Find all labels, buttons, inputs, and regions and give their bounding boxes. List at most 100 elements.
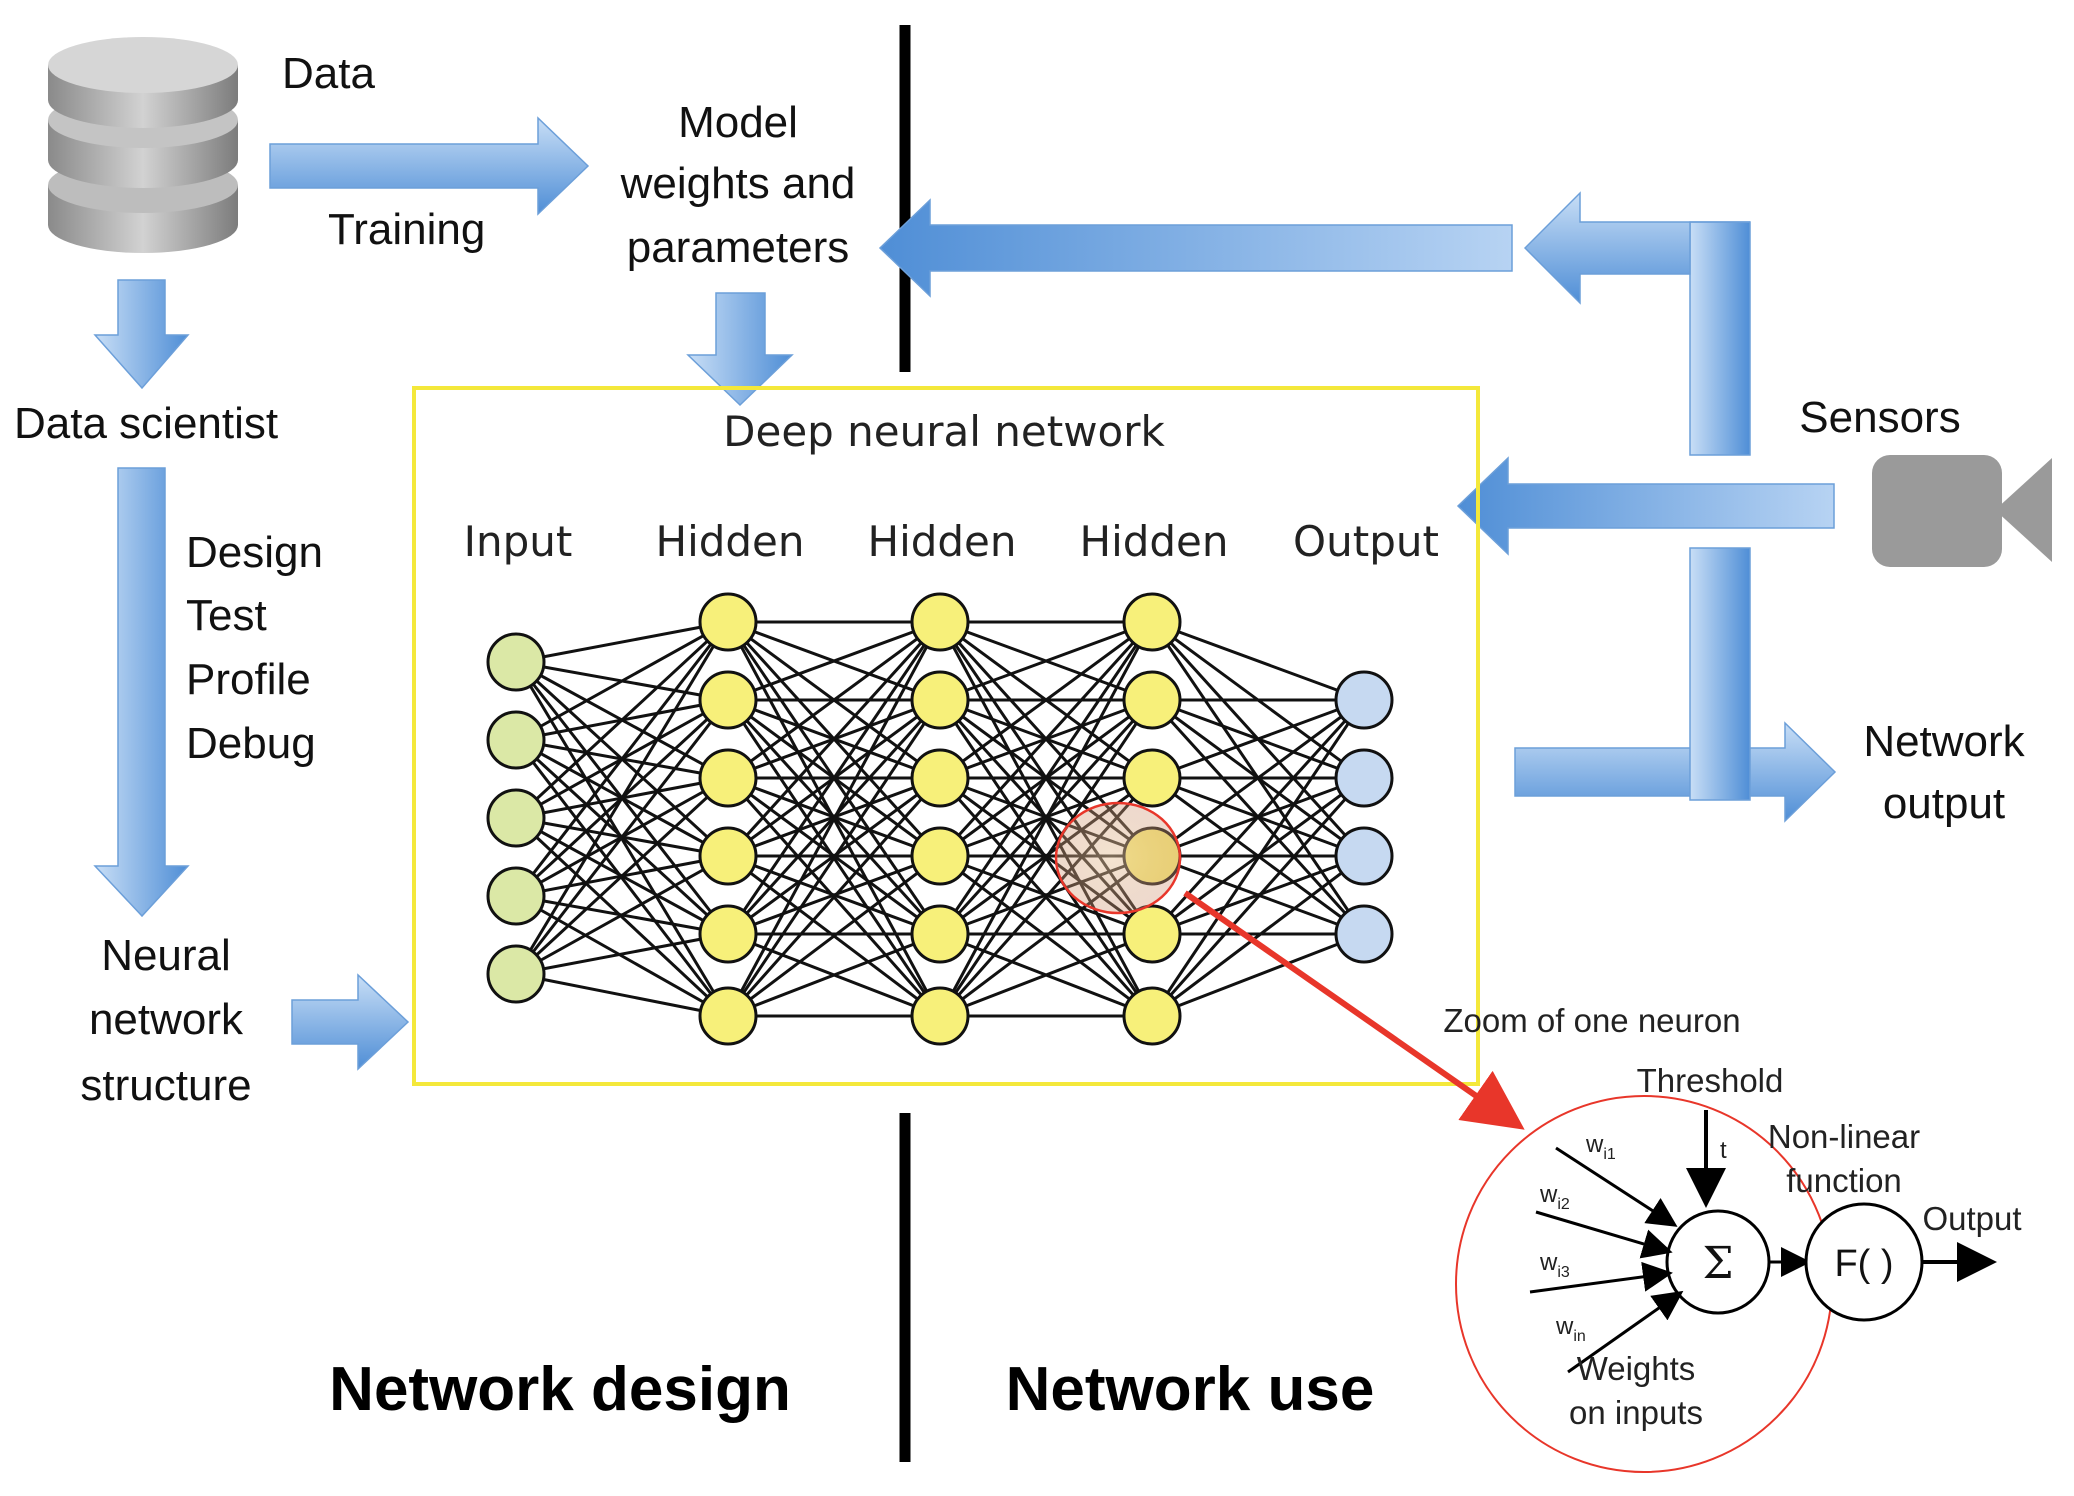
design-step-3: Profile [186,655,311,704]
structure-label-line2: network [89,995,244,1044]
connection-0-4-1 [514,699,730,975]
connection-3-3-0 [1151,698,1365,858]
connection-0-2-0 [514,620,730,820]
neuron-layer2-4 [910,904,970,964]
neuron-layer0-2 [486,788,546,848]
down-arrow-database [93,279,190,390]
weights-label-line1: Weights [1577,1350,1696,1387]
neuron-layer3-5 [1122,986,1182,1046]
data-label: Data [282,49,375,98]
output-arrow [1514,721,1837,823]
layer-label-hidden-2: Hidden [867,517,1016,566]
neuron-layer1-0 [698,592,758,652]
neuron-detail: Threshold t Non-linear function Output Σ… [1455,1062,2022,1473]
activation-function: F( ) [1834,1243,1893,1285]
connection-0-3-0 [514,621,730,897]
training-arrow [269,116,590,216]
neuron-layer2-0 [910,592,970,652]
zoomed-neuron-highlight [1054,801,1182,915]
zoom-arrow [1183,890,1525,1130]
connection-2-5-0 [938,621,1154,1017]
connection-3-0-0 [1151,620,1365,702]
model-label-line2: weights and [620,159,856,208]
sensors-label: Sensors [1799,393,1960,442]
connection-0-4-2 [514,776,730,976]
connection-1-3-0 [726,620,942,858]
weight-line-1 [1555,1146,1678,1227]
neuron-layer3-4 [1122,904,1182,964]
camera-icon [1872,455,2052,567]
connection-0-4-4 [515,932,729,976]
connection-2-5-4 [939,932,1153,1018]
network-use-heading: Network use [1006,1355,1375,1424]
feedback-vertical-bar [1689,221,1751,456]
connection-2-4-0 [938,621,1154,935]
neuron-layer2-3 [910,826,970,886]
connection-1-5-3 [727,854,941,1018]
connection-0-4-3 [515,854,729,976]
database-icon [48,37,238,253]
neuron-layer1-2 [698,748,758,808]
neuron-layer1-1 [698,670,758,730]
connection-1-5-1 [726,699,942,1017]
network-output-line2: output [1883,779,2005,828]
neuron-layer3-2 [1122,748,1182,808]
summation-symbol: Σ [1702,1238,1733,1289]
layer-label-hidden-3: Hidden [1079,517,1228,566]
weight-line-4 [1567,1290,1684,1374]
connection-0-4-0 [514,621,730,975]
network-connections [514,620,1366,1018]
neuron-layer4-2 [1334,826,1394,886]
data-scientist-label: Data scientist [14,399,278,448]
connection-1-5-2 [726,777,942,1017]
weight-label-3: wi3 [1539,1249,1570,1281]
feedback-vertical-bar-lower [1689,547,1751,801]
dnn-box [412,386,1480,1086]
layer-label-hidden-1: Hidden [655,517,804,566]
nonlinear-label-line1: Non-linear [1768,1118,1920,1155]
design-step-2: Test [186,591,267,640]
neuron-layer0-4 [486,944,546,1004]
neuron-layer3-0 [1122,592,1182,652]
zoom-label: Zoom of one neuron [1443,1002,1740,1039]
weight-line-3 [1529,1261,1673,1294]
layer-label-output: Output [1293,517,1439,566]
connection-1-2-0 [727,620,941,780]
weight-label-1: wi1 [1585,1131,1616,1163]
connection-1-1-0 [727,620,941,702]
feedback-arrow-to-model [878,198,1513,298]
weight-label-2: wi2 [1539,1181,1570,1213]
neuron-layer4-0 [1334,670,1394,730]
feedback-arrow-head [1523,191,1750,305]
threshold-label: Threshold [1637,1062,1784,1099]
layer-label-input: Input [464,517,573,566]
neuron-layer2-1 [910,670,970,730]
connection-3-5-3 [1151,932,1365,1018]
connection-2-5-1 [938,699,1154,1017]
connection-3-5-0 [1150,699,1366,1017]
neuron-layer1-3 [698,826,758,886]
neuron-layer0-0 [486,632,546,692]
weights-label-line2: on inputs [1569,1394,1703,1431]
structure-arrow [291,973,410,1071]
sensor-input-arrow [1456,456,1835,556]
network-design-heading: Network design [329,1355,791,1424]
weight-line-2 [1535,1210,1673,1259]
connection-0-4-5 [515,972,729,1018]
neuron-layer3-1 [1122,670,1182,730]
nonlinear-label-line2: function [1786,1162,1902,1199]
connection-1-4-0 [726,621,942,935]
network-output-line1: Network [1863,717,2025,766]
dnn-title: Deep neural network [723,407,1165,456]
neuron-layer2-2 [910,748,970,808]
training-label: Training [328,205,485,254]
connection-0-1-0 [515,620,729,742]
neuron-layer1-4 [698,904,758,964]
connection-2-2-0 [939,620,1153,780]
neuron-layer2-5 [910,986,970,1046]
threshold-t: t [1720,1137,1727,1164]
weight-label-4: win [1555,1313,1586,1345]
down-arrow-design [93,467,190,918]
neuron-layer4-1 [1334,748,1394,808]
